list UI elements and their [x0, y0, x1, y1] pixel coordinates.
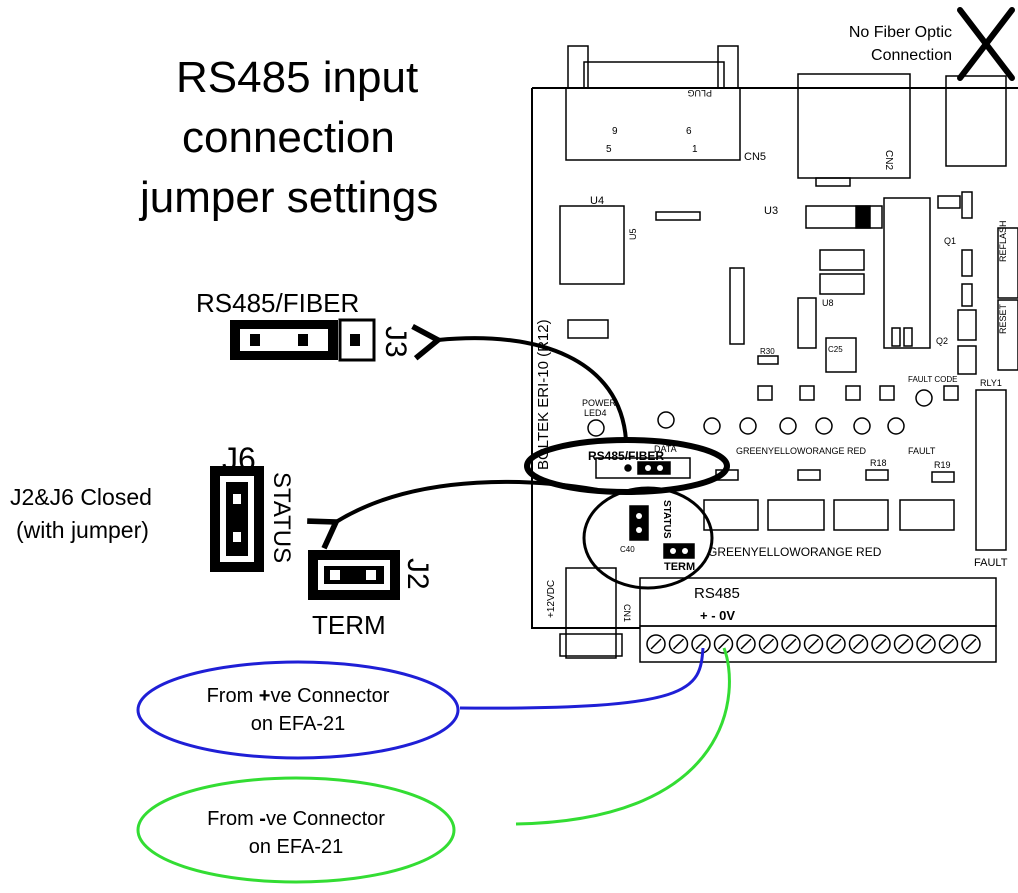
terminal-screw-slot	[830, 638, 842, 650]
terminal-screw-slot	[740, 638, 752, 650]
no-connection-x-icon	[957, 7, 1015, 81]
q2-label: Q2	[936, 336, 948, 346]
j6-jumper: J6 STATUS	[210, 441, 295, 572]
arrow-to-j6-j2	[307, 479, 599, 550]
u8-label: U8	[822, 298, 834, 308]
j2-label: TERM	[312, 610, 386, 640]
power-jack	[565, 567, 617, 659]
svg-text:9: 9	[612, 126, 618, 137]
u3-label: U3	[764, 205, 778, 217]
reset-label: RESET	[998, 303, 1008, 334]
title: RS485 input connection jumper settings	[138, 53, 438, 222]
terminal-screw-slot	[965, 638, 977, 650]
terminal-screw-slot	[762, 638, 775, 650]
cn2-label: CN2	[883, 150, 894, 170]
pcb-board: PLUG 9 6 5 1 CN5 CN2 U4 U5 U3 U8 REFLASH…	[531, 45, 1018, 663]
fiber-note-line-1: No Fiber Optic	[849, 24, 952, 41]
closed-note-line-2: (with jumper)	[16, 517, 149, 543]
onboard-status-label: STATUS	[661, 500, 672, 539]
positive-connector-callout: From +ve Connector on EFA-21	[136, 660, 460, 760]
negative-connector-callout: From -ve Connector on EFA-21	[136, 776, 456, 884]
j2-id: J2	[401, 558, 434, 590]
onboard-status-jumper	[629, 505, 649, 541]
j2-jumper: J2 TERM	[308, 550, 434, 640]
terminal-screw-slot	[785, 638, 797, 650]
onboard-term-jumper	[663, 543, 695, 559]
fault-code-label: FAULT CODE	[908, 375, 958, 384]
plug-label: PLUG	[687, 88, 712, 98]
led-labels-bottom: GREENYELLOWORANGE RED	[708, 545, 882, 559]
terminal-screw-slot	[897, 638, 910, 650]
terminal-screw-slot	[942, 638, 955, 650]
j3-id: J3	[379, 326, 412, 358]
terminal-screw-slot	[695, 638, 707, 650]
j3-jumper: RS485/FIBER J3	[196, 288, 412, 362]
fault-label-bottom: FAULT	[974, 557, 1008, 569]
led4-label: LED4	[584, 408, 607, 418]
fiber-connector-body	[945, 75, 1007, 167]
c40-label: C40	[620, 545, 635, 554]
terminal-screw-slot	[650, 638, 662, 650]
q1-label: Q1	[944, 236, 956, 246]
led-labels-top: GREENYELLOWORANGE RED	[736, 446, 867, 456]
positive-wire	[459, 647, 705, 710]
cn5-post-left	[567, 45, 589, 89]
rly1-label: RLY1	[980, 378, 1002, 388]
negative-callout-line-1: From -ve Connector	[207, 808, 385, 830]
terminal-screw-slot	[717, 638, 730, 650]
svg-text:5: 5	[606, 144, 612, 155]
onboard-rs485-fiber-jumper	[595, 457, 691, 479]
closed-note: J2&J6 Closed (with jumper)	[10, 484, 152, 543]
power-label: +12VDC	[546, 580, 557, 618]
cn5-label: CN5	[744, 151, 766, 163]
terminal-screw-slot	[875, 638, 887, 650]
svg-text:1: 1	[692, 144, 698, 155]
rs485-label: RS485	[694, 585, 740, 602]
u4-label: U4	[590, 195, 604, 207]
negative-wire	[515, 647, 731, 826]
positive-callout-line-2: on EFA-21	[251, 713, 346, 735]
u5-label: U5	[628, 228, 638, 240]
reflash-label: REFLASH	[998, 220, 1008, 262]
j6-label: STATUS	[268, 472, 295, 563]
polarity-label: + - 0V	[700, 608, 735, 623]
u4-chip	[559, 205, 625, 285]
j3-label: RS485/FIBER	[196, 288, 359, 318]
title-line-2: connection	[182, 113, 395, 162]
closed-note-line-1: J2&J6 Closed	[10, 484, 152, 510]
r30-label: R30	[760, 347, 775, 356]
fiber-note-line-2: Connection	[871, 47, 952, 64]
r19-label: R19	[934, 460, 951, 470]
terminal-screw-slot	[852, 638, 865, 650]
board-label: BOLTEK ERI-10 (R12)	[535, 319, 552, 470]
cn2-body	[797, 73, 911, 179]
fault-label-top: FAULT	[908, 446, 936, 456]
title-line-1: RS485 input	[176, 53, 418, 102]
power-led-label: POWER	[582, 398, 617, 408]
cn5-body	[565, 87, 741, 161]
positive-callout-line-1: From +ve Connector	[207, 685, 390, 707]
fiber-note: No Fiber Optic Connection	[849, 7, 1015, 81]
terminal-screw-slot	[672, 638, 685, 650]
negative-callout-line-2: on EFA-21	[249, 836, 344, 858]
svg-text:6: 6	[686, 126, 692, 137]
terminal-screws	[646, 634, 981, 654]
c25-label: C25	[828, 345, 843, 354]
status-term-highlight	[582, 486, 714, 590]
terminal-screw-slot	[920, 638, 932, 650]
data-label: DATA	[654, 444, 677, 454]
cn1-label: CN1	[622, 604, 632, 622]
cn5-shell	[583, 61, 725, 89]
terminal-screw-slot	[807, 638, 820, 650]
cn5-post-right	[717, 45, 739, 89]
r18-label: R18	[870, 458, 887, 468]
onboard-term-label: TERM	[664, 561, 695, 573]
onboard-rs485-fiber-label: RS485/FIBER	[588, 449, 664, 463]
arrow-to-j3	[411, 323, 628, 441]
title-line-3: jumper settings	[138, 173, 438, 222]
